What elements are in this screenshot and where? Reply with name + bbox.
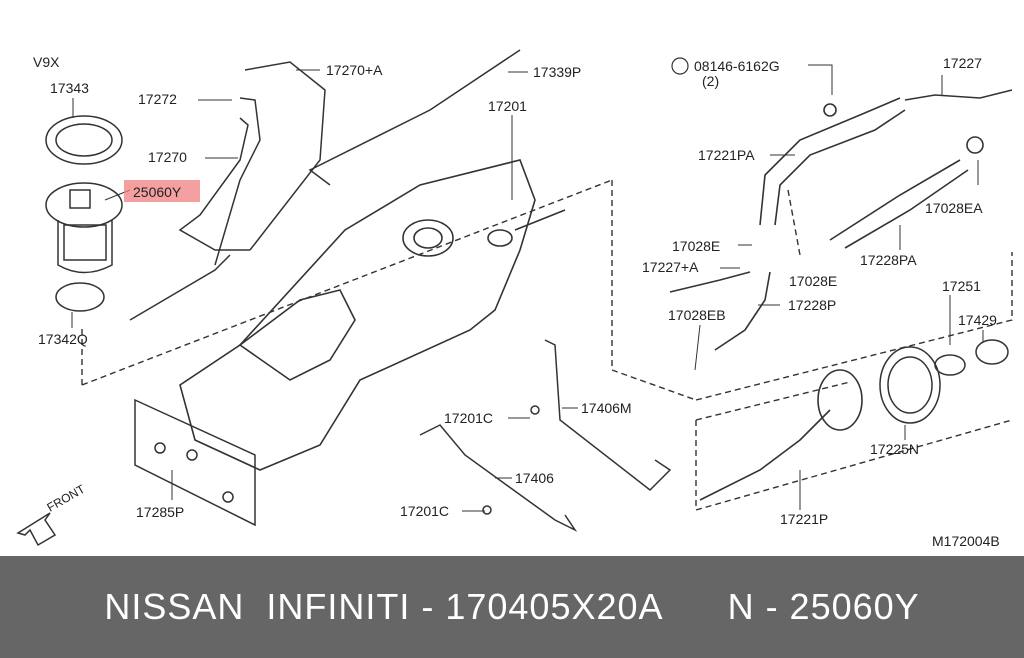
part-label-17201c-lower: 17201C <box>400 503 449 519</box>
parts-diagram: V9X 17343 25060Y 17342Q 17272 17270 1727… <box>16 49 1013 549</box>
bolt-quantity: (2) <box>702 73 719 89</box>
part-label-17227: 17227 <box>943 55 982 71</box>
tank-straps <box>419 339 672 532</box>
drawing-code: M172004B <box>932 533 1000 549</box>
part-label-17270: 17270 <box>148 149 187 165</box>
part-label-17028ea: 17028EA <box>925 200 983 216</box>
highlight-25060y <box>124 180 200 202</box>
bolt-marker-circle <box>671 57 689 75</box>
part-label-25060y: 25060Y <box>133 184 182 200</box>
pump-seal-ring <box>55 282 105 312</box>
part-label-17406: 17406 <box>515 470 554 486</box>
part-label-17342q: 17342Q <box>38 331 88 347</box>
filler-cap-parts <box>879 339 1009 424</box>
part-label-17201c-upper: 17201C <box>444 410 493 426</box>
part-label-17221p: 17221P <box>780 511 828 527</box>
leader-lines <box>71 64 984 512</box>
part-label-17028eb: 17028EB <box>668 307 726 323</box>
part-label-17406m: 17406M <box>581 400 632 416</box>
part-label-17272: 17272 <box>138 91 177 107</box>
part-label-17028e-left: 17028E <box>672 238 720 254</box>
part-label-17343: 17343 <box>50 80 89 96</box>
fuel-tank <box>179 159 566 471</box>
part-number-caption: NISSAN INFINITI - 170405X20A N - 25060Y <box>104 586 920 627</box>
fuel-lines <box>129 49 521 321</box>
front-label: FRONT <box>45 481 88 514</box>
part-label-17028e-right: 17028E <box>789 273 837 289</box>
part-label-17228pa: 17228PA <box>860 252 917 268</box>
part-label-17270a: 17270+A <box>326 62 383 78</box>
front-arrow-icon <box>16 512 57 547</box>
part-label-17227a: 17227+A <box>642 259 699 275</box>
fuel-pump-ring <box>45 115 123 165</box>
part-label-17285p: 17285P <box>136 504 184 520</box>
part-label-17228p: 17228P <box>788 297 836 313</box>
part-label-17339p: 17339P <box>533 64 581 80</box>
part-label-17429: 17429 <box>958 312 997 328</box>
fuel-pump-module <box>45 182 123 274</box>
part-label-17225n: 17225N <box>870 441 919 457</box>
part-label-17221pa: 17221PA <box>698 147 755 163</box>
filler-tube <box>669 89 1013 501</box>
part-label-17251: 17251 <box>942 278 981 294</box>
heat-shield <box>134 398 256 527</box>
variant-label: V9X <box>33 54 60 70</box>
part-label-17201: 17201 <box>488 98 527 114</box>
footer-bar: NISSAN INFINITI - 170405X20A N - 25060Y <box>0 556 1024 658</box>
part-label-08146-6162g: 08146-6162G <box>694 58 780 74</box>
